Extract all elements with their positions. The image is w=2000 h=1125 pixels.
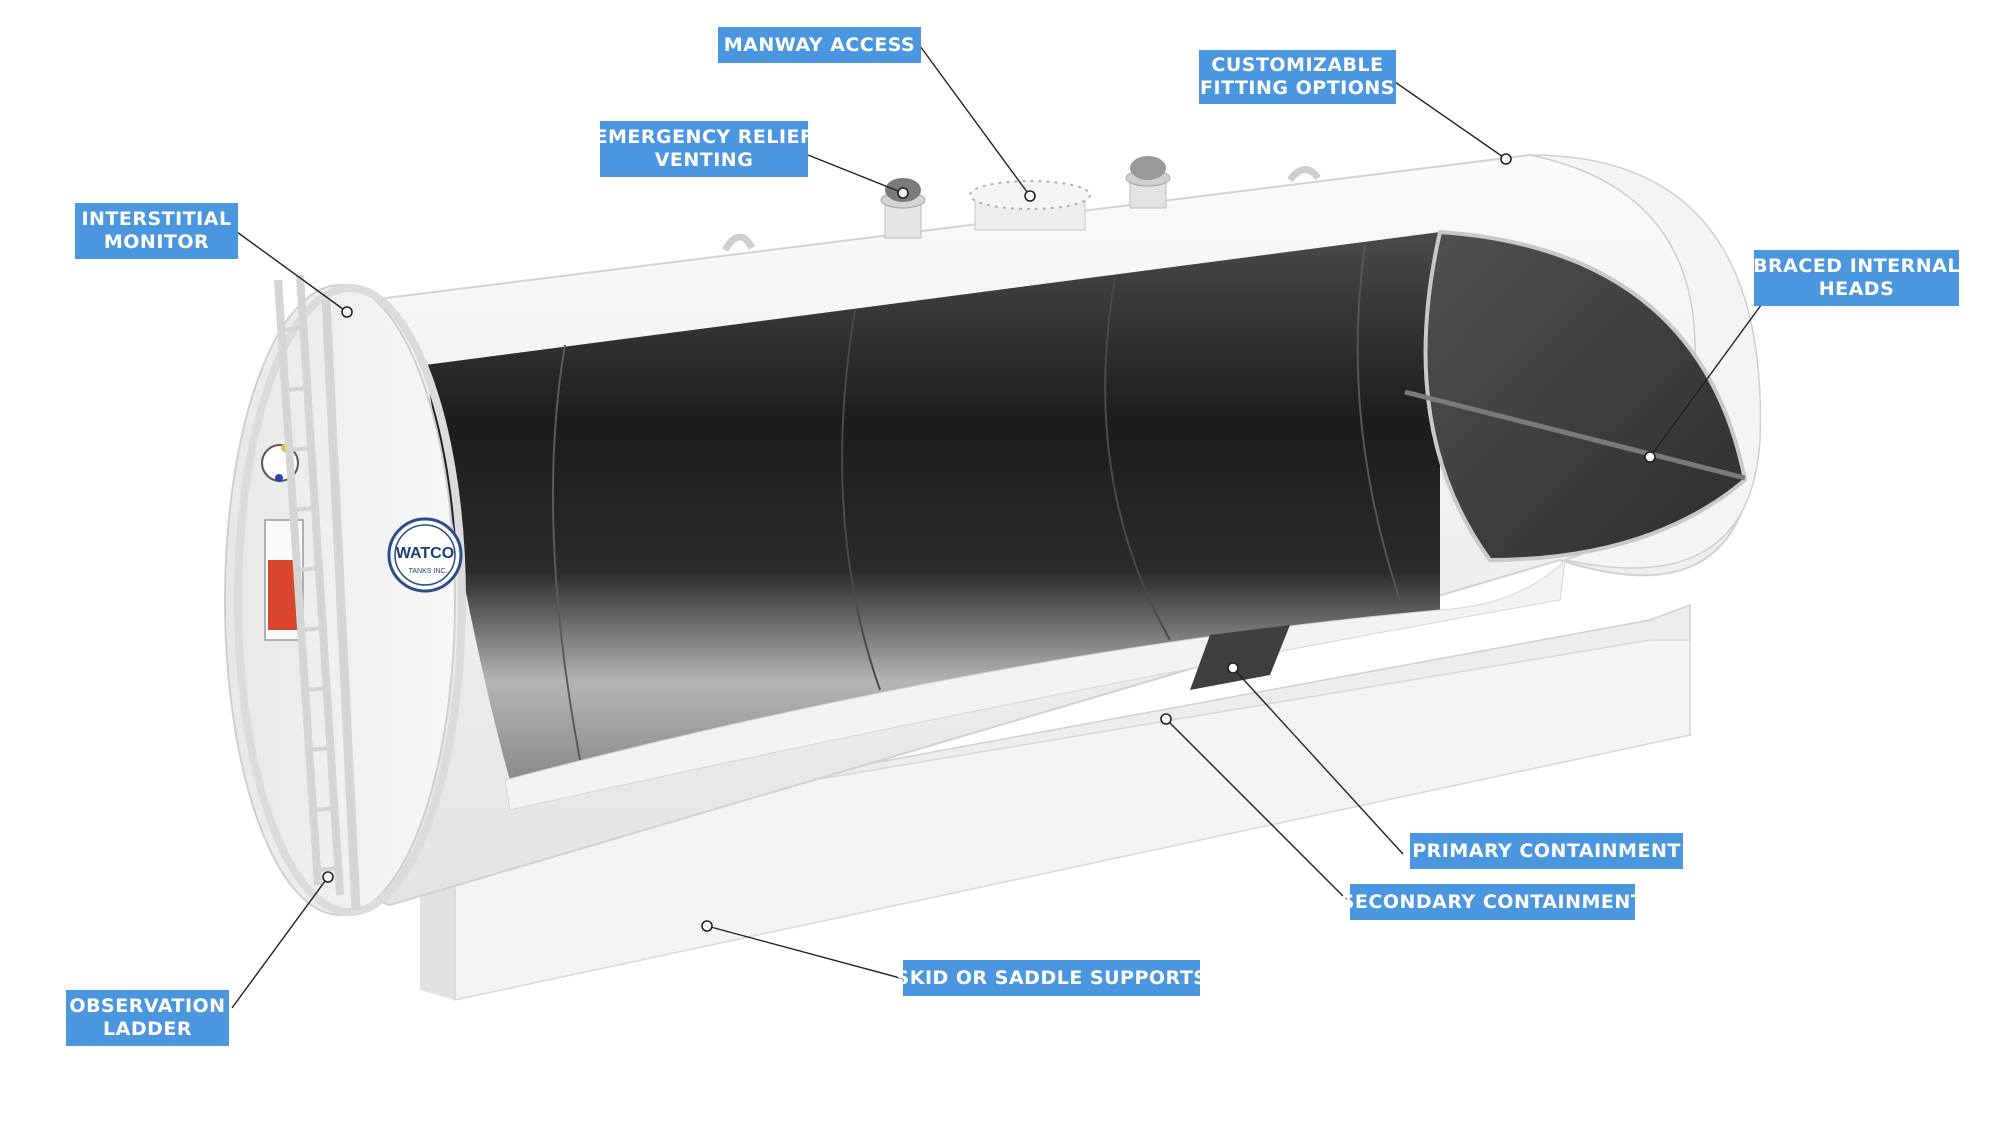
primary-tank-cutaway <box>425 232 1440 780</box>
callout-customizable-fitting: CUSTOMIZABLE FITTING OPTIONS <box>1199 50 1396 104</box>
callout-skid-saddle-supports: SKID OR SADDLE SUPPORTS <box>896 960 1207 996</box>
logo-sub: TANKS INC. <box>409 568 448 575</box>
interior-seam <box>1104 277 1171 641</box>
top-fitting <box>1125 156 1171 209</box>
observation-ladder <box>274 274 361 911</box>
callout-manway-access: MANWAY ACCESS <box>718 27 921 63</box>
anchor-dots <box>322 153 1656 932</box>
leader-lines <box>231 45 1776 1009</box>
lifting-lug <box>1287 166 1321 183</box>
callout-braced-internal-heads: BRACED INTERNAL HEADS <box>1753 250 1959 306</box>
primary-containment-gap <box>1190 625 1290 690</box>
lifting-lug <box>721 233 756 252</box>
callout-observation-ladder: OBSERVATION LADDER <box>66 990 229 1046</box>
shell-lower-rim <box>504 558 1566 811</box>
skid-base-front <box>454 639 1691 1001</box>
callout-interstitial-monitor: INTERSTITIAL MONITOR <box>75 203 238 259</box>
interior-seam <box>841 309 881 691</box>
tank-left-head-rim <box>234 284 466 916</box>
internal-brace <box>1404 389 1746 481</box>
interior-seam <box>1356 244 1401 601</box>
callout-secondary-containment: SECONDARY CONTAINMENT <box>1341 884 1644 920</box>
logo-brand: WATCO <box>396 545 454 562</box>
callout-primary-containment: PRIMARY CONTAINMENT <box>1410 833 1683 869</box>
braced-internal-head <box>1423 229 1748 563</box>
watco-logo: WATCO TANKS INC. <box>387 517 463 593</box>
interior-seam <box>552 344 581 761</box>
emergency-vent-fitting <box>880 178 926 239</box>
manway-fitting <box>969 180 1091 231</box>
star-icon <box>275 474 283 482</box>
callout-emergency-relief: EMERGENCY RELIEF VENTING <box>594 121 813 177</box>
